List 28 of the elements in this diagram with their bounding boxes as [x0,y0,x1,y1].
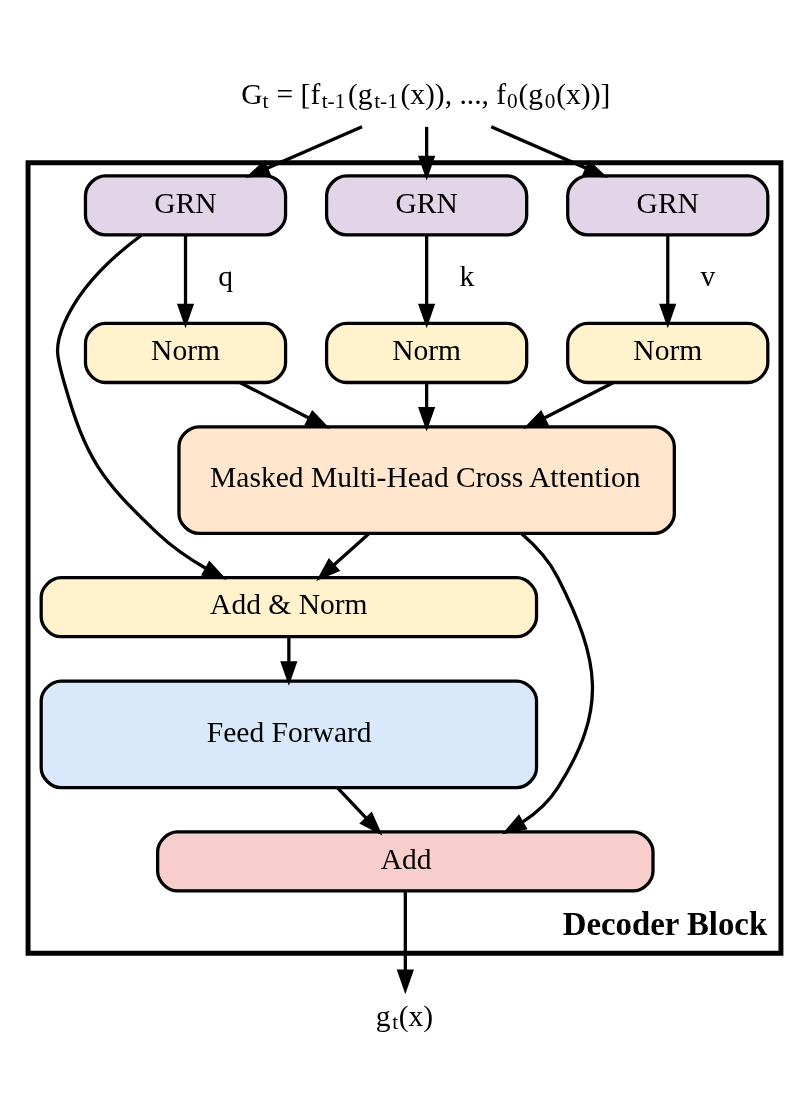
arrow [490,125,608,178]
arrow [55,233,227,580]
arrow [239,381,331,429]
node-box: Add & Norm [39,576,539,639]
edge-label: q [218,260,234,293]
arrow [396,891,414,995]
node-box: GRN [324,174,529,237]
arrow [418,235,436,329]
arrow [280,636,298,686]
arrow [316,532,371,581]
node-box: Masked Multi-Head Cross Attention [177,425,676,536]
node-box: Norm [566,321,770,385]
arrow [418,382,436,432]
arrow [523,381,614,429]
node-box: Norm [324,321,529,385]
arrow [336,786,383,836]
node-box: Feed Forward [39,679,539,790]
node-box: GRN [566,174,770,237]
arrow [418,126,436,181]
node-box: GRN [83,174,288,237]
arrow [659,235,677,329]
arrow [245,125,363,178]
arrow [502,532,595,835]
node-box: Add [156,830,655,893]
edge-label: k [459,260,475,293]
node-box: Norm [83,321,288,385]
edge-label: v [700,260,716,293]
arrow [176,235,195,329]
